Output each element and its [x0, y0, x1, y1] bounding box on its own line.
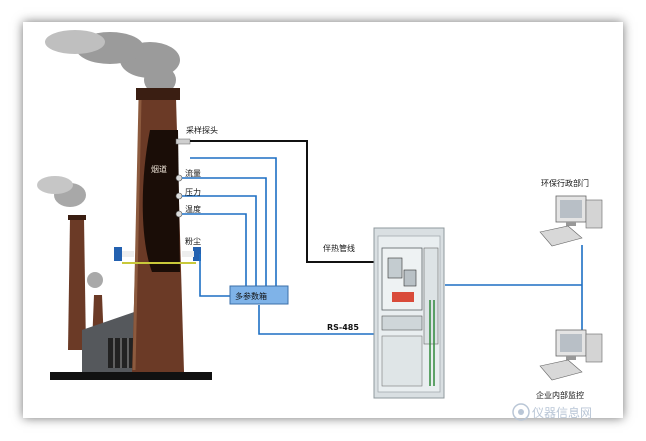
flow-sensor-icon [175, 174, 183, 182]
label-multi-param-box: 多参数箱 [235, 291, 267, 301]
label-temperature: 温度 [185, 204, 201, 214]
signal-cables [182, 157, 583, 345]
label-heated-line: 伴热管线 [323, 243, 355, 253]
label-dust: 粉尘 [185, 236, 201, 246]
label-rs485: RS-485 [327, 323, 359, 332]
label-enterprise-monitor: 企业内部监控 [536, 390, 584, 400]
computer-enterprise [539, 329, 603, 381]
label-env-department: 环保行政部门 [541, 178, 589, 188]
multi-param-box [229, 285, 289, 305]
temperature-sensor-icon [175, 210, 183, 218]
label-pressure: 压力 [185, 187, 201, 197]
label-flow-rate: 流量 [185, 168, 201, 178]
analyzer-cabinet [373, 227, 445, 399]
chimney-flue-cutaway [142, 130, 180, 272]
label-sampling-probe: 采样探头 [186, 125, 218, 135]
smoke-plume-main [45, 30, 180, 94]
sampling-probe-icon [175, 138, 191, 145]
watermark-text: 仪器信息网 [532, 405, 592, 420]
heated-sampling-line [190, 140, 374, 263]
dust-sensor-left [114, 247, 122, 261]
pressure-sensor-icon [175, 192, 183, 200]
dust-sensor-right [193, 247, 201, 261]
computer-env-department [539, 195, 603, 247]
watermark-logo [512, 403, 530, 421]
chimney-small-left [68, 218, 86, 350]
smoke-plume-small [37, 176, 103, 288]
label-flue: 烟道 [151, 164, 167, 174]
ground [50, 372, 212, 380]
